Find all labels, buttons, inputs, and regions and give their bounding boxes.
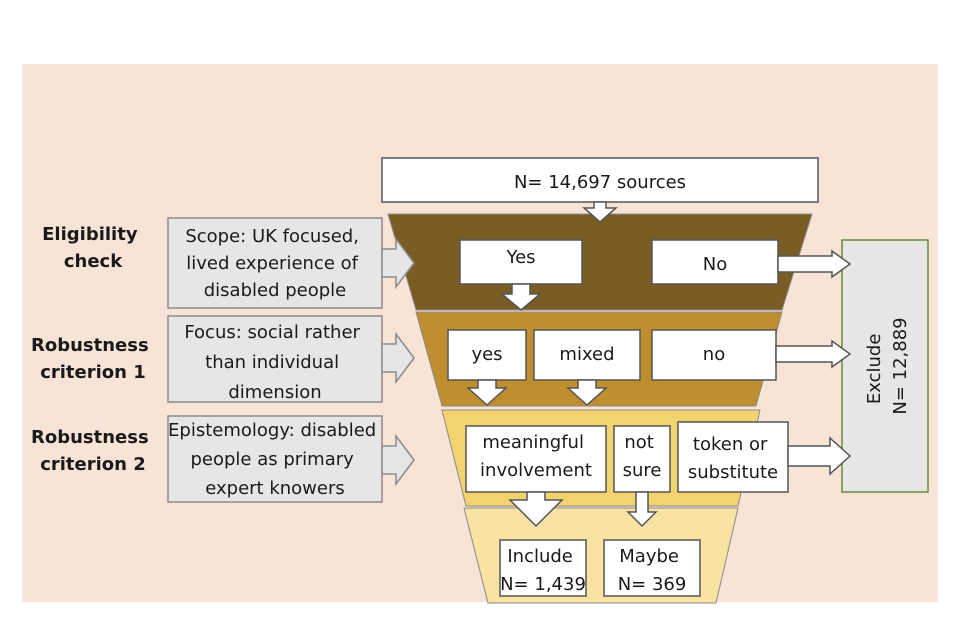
arrow-down-icon xyxy=(466,379,508,407)
exclude-box: Exclude N= 12,889 xyxy=(841,239,929,493)
svg-text:Include N= 1,439: Include N= 1,439 xyxy=(500,546,586,595)
option-box-no: No xyxy=(651,239,779,285)
arrow-down-icon xyxy=(499,283,543,311)
arrow-right-icon xyxy=(777,249,852,279)
option-box-yes: Yes xyxy=(459,239,583,285)
svg-text:token or substitute: token or substitute xyxy=(688,434,778,483)
arrow-down-icon xyxy=(626,491,658,528)
svg-text:Maybe N= 369: Maybe N= 369 xyxy=(618,546,687,595)
funnel-tier-eligibility xyxy=(387,213,813,311)
svg-text:Yes: Yes xyxy=(505,247,535,268)
option-box-meaningful-involvement: meaningful involvement xyxy=(465,425,607,493)
exclude-label: Exclude N= 12,889 xyxy=(864,317,911,414)
option-box-yes-focus: yes xyxy=(447,329,527,381)
svg-text:yes: yes xyxy=(471,344,502,365)
svg-text:no: no xyxy=(703,344,725,365)
option-box-token-or-substitute: token or substitute xyxy=(677,421,789,493)
svg-text:meaningful involvement: meaningful involvement xyxy=(480,432,592,481)
svg-text:not sure: not sure xyxy=(623,432,662,481)
svg-text:mixed: mixed xyxy=(559,344,614,365)
criterion-box-epistemology: Epistemology: disabled people as primary… xyxy=(167,415,383,503)
svg-text:Focus: social rather tha: Focus: social rather than individual dim… xyxy=(184,322,365,403)
row-label-robustness-1: Robustness criterion 1 xyxy=(31,335,155,383)
svg-text:Scope: UK focused, lived: Scope: UK focused, lived experience of d… xyxy=(185,226,364,301)
svg-text:Epistemology: disabled p: Epistemology: disabled people as primary… xyxy=(168,420,382,499)
row-label-robustness-2: Robustness criterion 2 xyxy=(31,427,155,475)
arrow-right-icon xyxy=(775,339,852,369)
result-box-include: Include N= 1,439 xyxy=(499,539,587,597)
arrow-right-icon xyxy=(787,436,852,476)
arrow-right-icon xyxy=(381,236,415,290)
result-box-maybe: Maybe N= 369 xyxy=(603,539,701,597)
criterion-box-scope: Scope: UK focused, lived experience of d… xyxy=(167,217,383,309)
option-box-no-focus: no xyxy=(651,329,777,381)
criterion-box-focus: Focus: social rather than individual dim… xyxy=(167,315,383,403)
option-box-not-sure: not sure xyxy=(613,425,671,493)
svg-text:No: No xyxy=(703,254,727,275)
row-label-eligibility: Eligibility check xyxy=(42,224,144,272)
arrow-down-icon xyxy=(582,201,618,223)
arrow-down-icon xyxy=(566,379,608,407)
arrow-down-icon xyxy=(508,491,564,528)
option-box-mixed: mixed xyxy=(533,329,641,381)
source-label: N= 14,697 sources xyxy=(514,172,686,193)
source-box: N= 14,697 sources xyxy=(381,157,819,203)
arrow-right-icon xyxy=(381,331,415,385)
arrow-right-icon xyxy=(381,433,415,487)
